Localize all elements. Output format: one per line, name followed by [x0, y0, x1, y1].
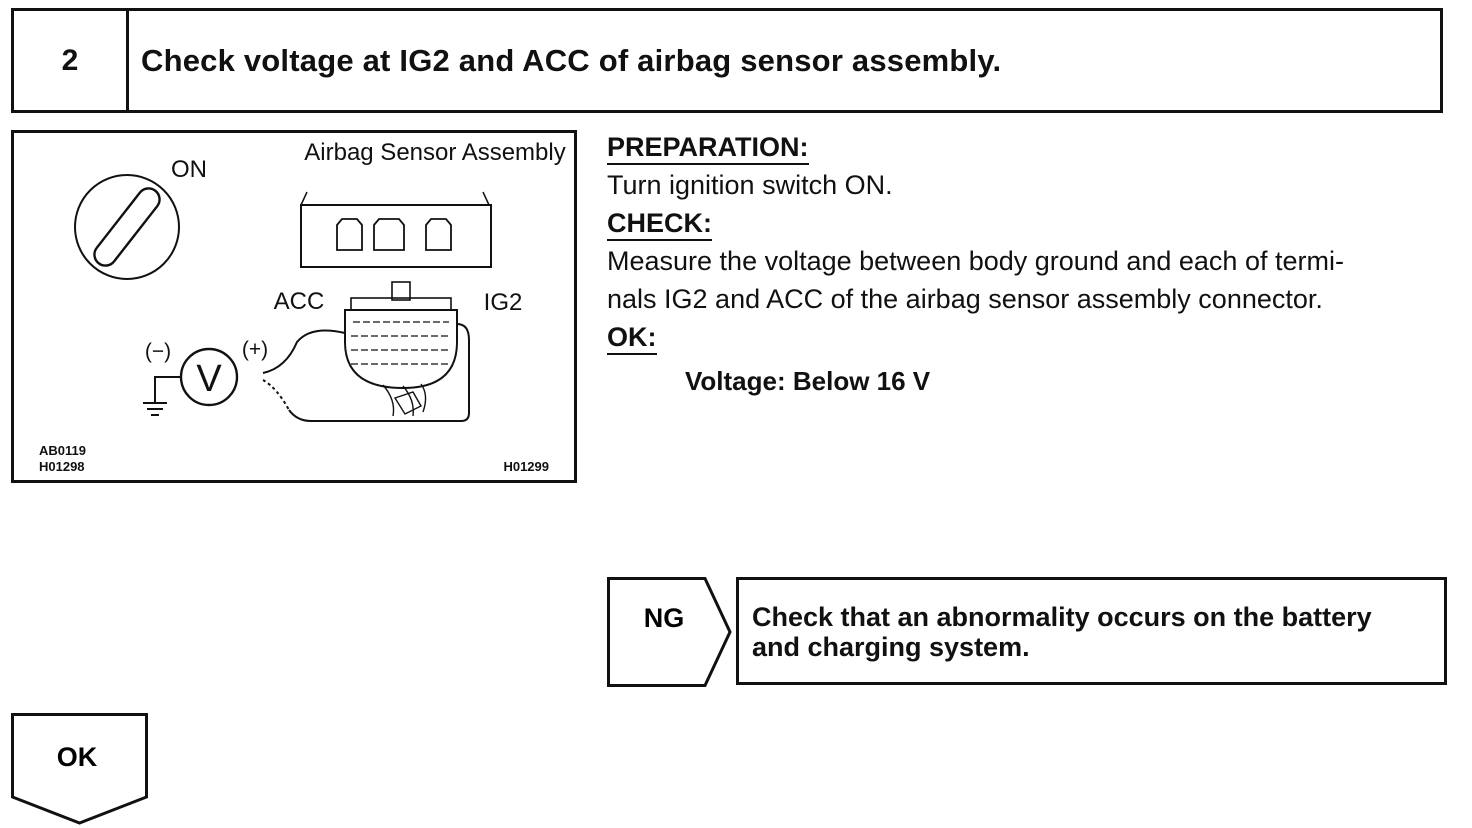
label-assembly: Airbag Sensor Assembly — [304, 139, 565, 166]
label-ig2: IG2 — [484, 289, 523, 316]
wiring-diagram: ON Airbag Sensor Assembly ACC IG2 — [11, 130, 577, 483]
ok-label: OK — [57, 742, 98, 772]
connector-icon — [344, 281, 458, 417]
label-acc: ACC — [274, 288, 325, 315]
label-minus: (−) — [145, 340, 171, 363]
check-text-line: Measure the voltage between body ground … — [607, 246, 1344, 276]
probe-lead-lines — [262, 323, 470, 422]
check-heading: CHECK: — [607, 207, 712, 241]
wiring-illustration: ON Airbag Sensor Assembly ACC IG2 — [11, 130, 577, 483]
figure-code-1: AB0119 — [39, 443, 86, 458]
label-plus: (+) — [242, 338, 268, 361]
ok-spec: Voltage: Below 16 V — [685, 366, 931, 396]
label-on: ON — [171, 156, 207, 183]
figure-frame — [11, 130, 577, 483]
ignition-switch-icon — [74, 174, 180, 280]
ng-action-line: Check that an abnormality occurs on the … — [752, 602, 1372, 632]
figure-code-2: H01298 — [39, 459, 85, 474]
ng-label: NG — [644, 603, 685, 633]
ng-action-box: Check that an abnormality occurs on the … — [736, 577, 1447, 685]
preparation-heading: PREPARATION: — [607, 131, 809, 165]
instructions: PREPARATION: Turn ignition switch ON. CH… — [607, 128, 1457, 400]
ok-heading: OK: — [607, 321, 657, 355]
ok-arrow: OK — [11, 713, 148, 825]
check-text-line: nals IG2 and ACC of the airbag sensor as… — [607, 284, 1323, 314]
preparation-text: Turn ignition switch ON. — [607, 170, 893, 200]
ground-icon — [143, 376, 181, 416]
step-header: 2 Check voltage at IG2 and ACC of airbag… — [11, 8, 1443, 113]
step-title: Check voltage at IG2 and ACC of airbag s… — [141, 42, 1002, 78]
step-number: 2 — [14, 11, 129, 110]
ng-arrow: NG — [607, 577, 732, 687]
sensor-assembly-icon — [300, 191, 492, 268]
ng-action-line: and charging system. — [752, 632, 1030, 662]
figure-code-3: H01299 — [503, 459, 549, 474]
voltmeter-symbol: V — [196, 358, 222, 400]
